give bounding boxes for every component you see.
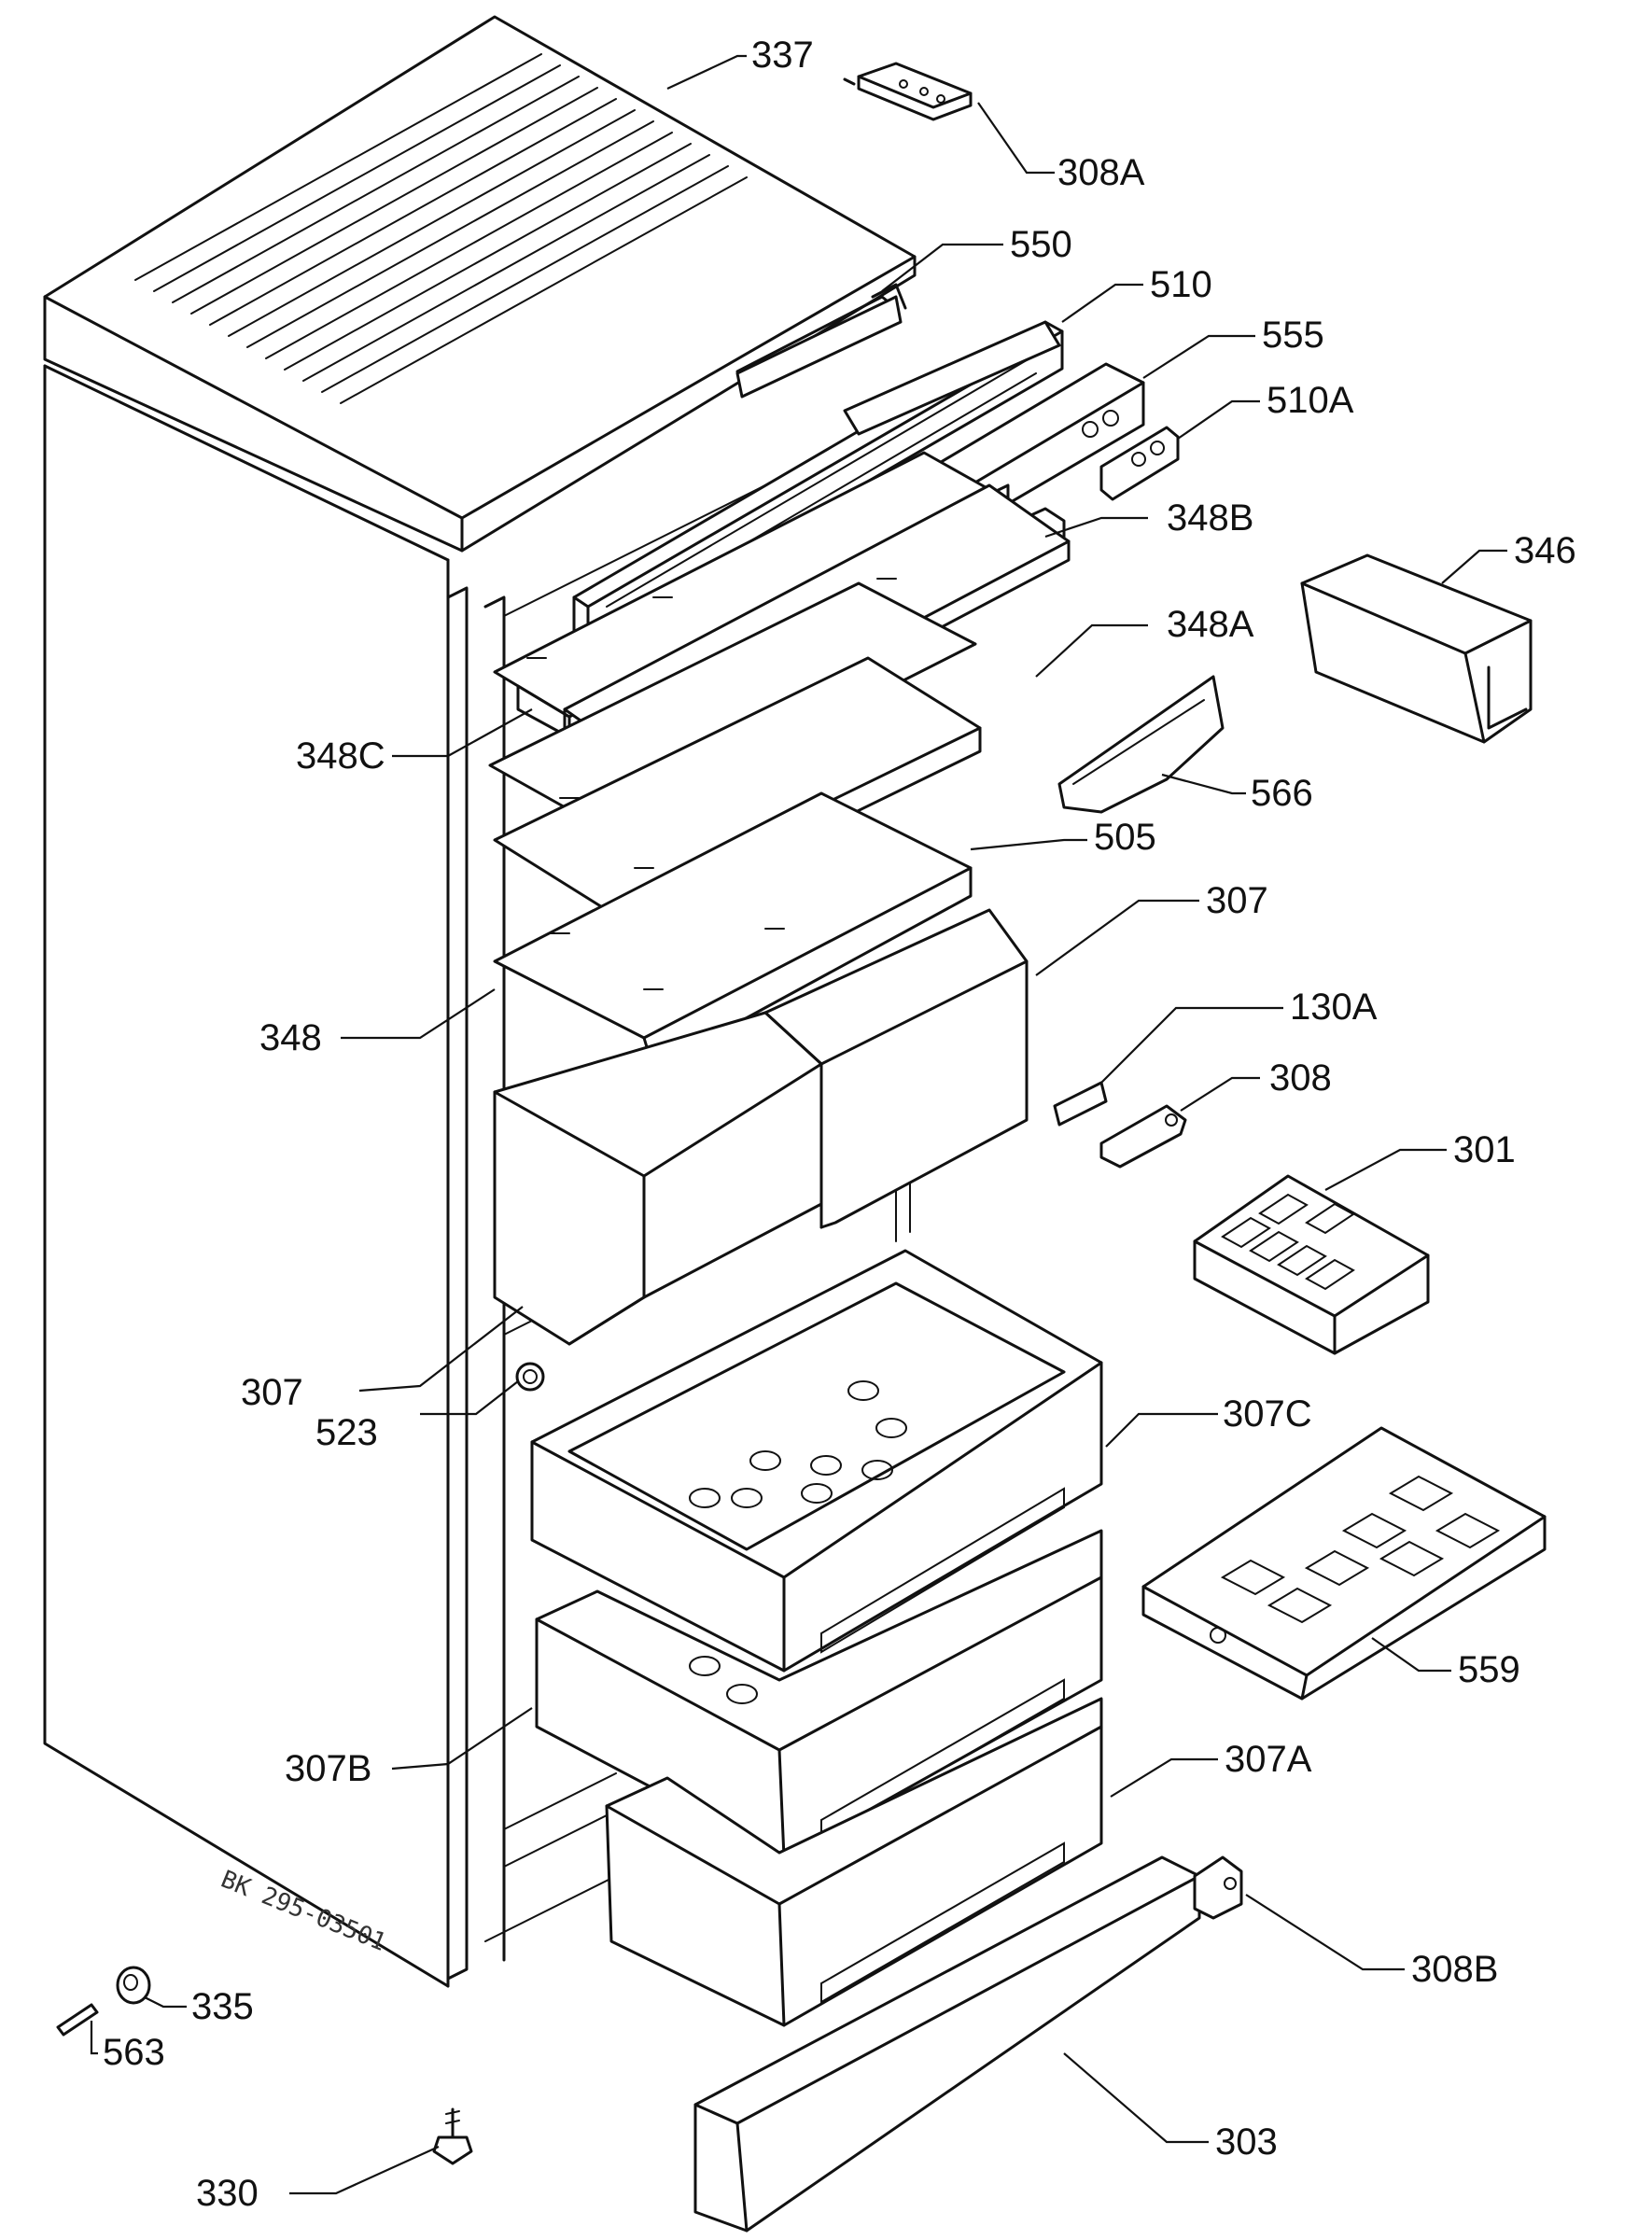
label-308B: 308B [1411,1949,1498,1990]
label-348C: 348C [296,735,385,777]
label-566: 566 [1251,773,1313,814]
label-308A: 308A [1057,152,1145,193]
part-308B-hinge [1193,1855,1243,1920]
label-330: 330 [196,2173,259,2214]
label-550: 550 [1010,224,1072,265]
part-550-bracket [735,283,907,399]
part-559-cold-pack [1141,1426,1547,1701]
part-523-plug [515,1362,545,1392]
label-335: 335 [191,1986,254,2027]
label-307A: 307A [1225,1739,1312,1780]
part-563-pin [56,2003,99,2037]
part-307C-drawer [530,1249,1103,1673]
label-307C: 307C [1223,1393,1312,1435]
label-301: 301 [1453,1129,1516,1170]
label-510A: 510A [1267,380,1354,421]
part-346-door-bin [1300,553,1533,744]
label-346: 346 [1514,530,1576,571]
label-505: 505 [1094,817,1156,858]
part-303-kickplate [693,1855,1201,2233]
drawing-stamp: BK 295-03501 [217,1866,389,1957]
part-510A-strip [1099,426,1180,501]
label-337: 337 [751,35,814,76]
label-307-left: 307 [241,1372,303,1413]
leader-lines [90,54,1507,2195]
part-301-ice-tray [1193,1174,1430,1355]
label-308: 308 [1269,1057,1332,1099]
part-308A-hinge [843,62,973,121]
label-307B: 307B [285,1748,371,1789]
part-130A-clip [1053,1081,1108,1127]
part-308-hinge [1099,1104,1187,1169]
label-563: 563 [103,2032,165,2073]
label-523: 523 [315,1412,378,1453]
label-555: 555 [1262,315,1324,356]
part-307A-drawer [605,1697,1103,2027]
label-348A: 348A [1167,604,1254,645]
label-307-top: 307 [1206,880,1268,921]
label-559: 559 [1458,1649,1520,1690]
label-348B: 348B [1167,497,1253,539]
label-130A: 130A [1290,987,1378,1028]
part-labels: 337 308A 550 510 555 510A 348B 346 348A … [103,35,1576,2214]
part-566-clip [1057,675,1225,814]
label-348: 348 [259,1017,322,1058]
label-303: 303 [1215,2121,1278,2163]
part-330-foot-screw [432,2107,473,2165]
part-307-drawer-left [493,1011,823,1346]
label-510: 510 [1150,264,1212,305]
part-335-foot [116,1966,151,2005]
